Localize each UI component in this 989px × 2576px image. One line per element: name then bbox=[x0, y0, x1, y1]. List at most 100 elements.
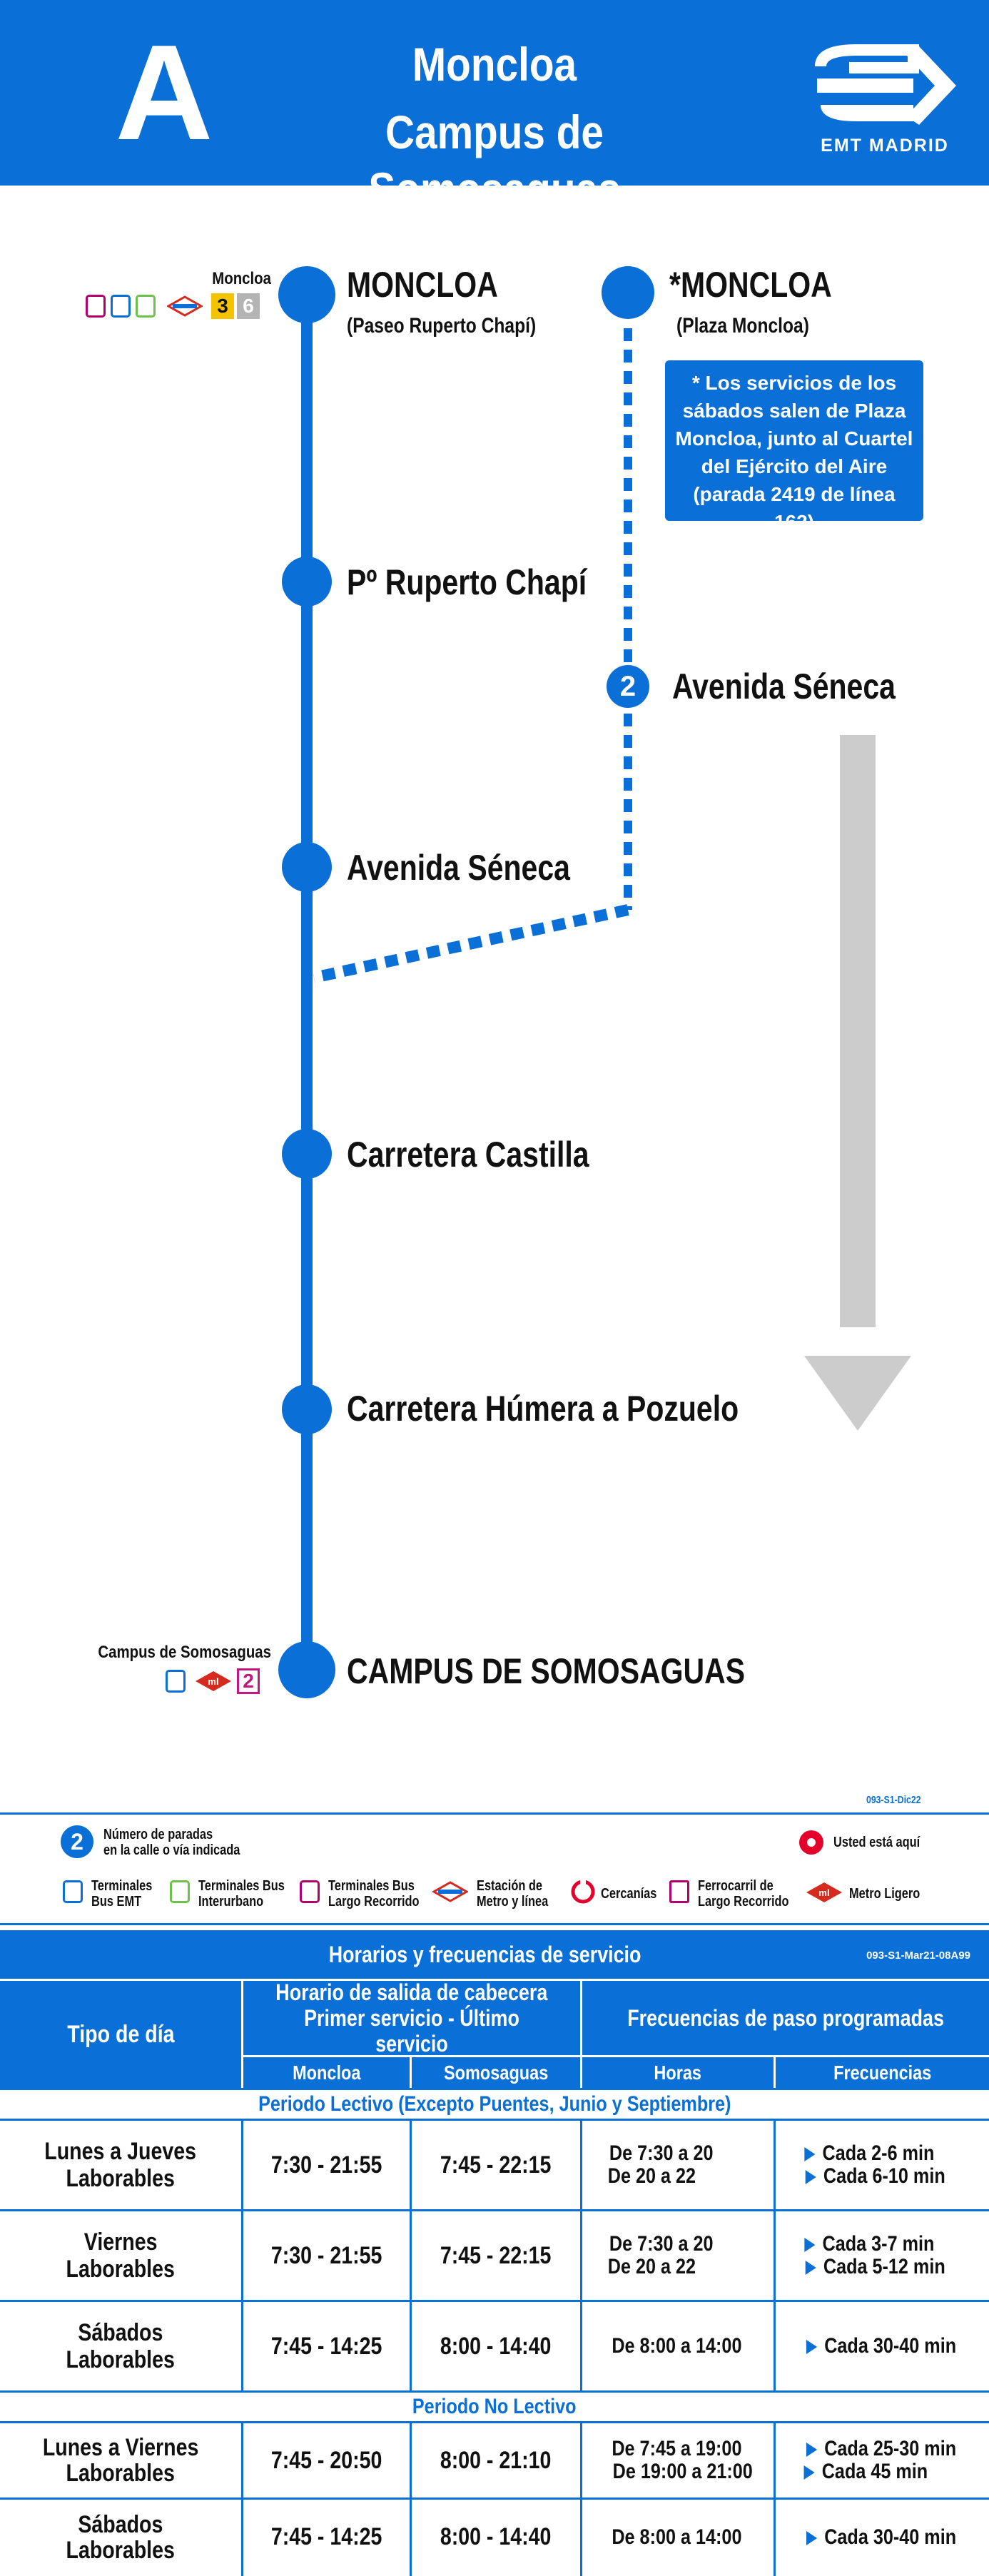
stop-name-avenida-seneca: Avenida Séneca bbox=[347, 848, 570, 888]
emt-brand-text: EMT MADRID bbox=[821, 136, 949, 156]
subheader-freqs: Frecuencias bbox=[776, 2057, 989, 2088]
row-divider bbox=[0, 2390, 989, 2393]
legend-item-4-l1: Estación de bbox=[477, 1878, 543, 1894]
legend-item-2-l1: Terminales Bus bbox=[198, 1878, 285, 1894]
table-row-1-somosaguas: 7:45 - 22:15 bbox=[440, 2241, 552, 2269]
col-header-day-type: Tipo de día bbox=[0, 1981, 241, 2088]
svg-text:ml: ml bbox=[208, 1676, 218, 1687]
legend-item-4-l2: Metro y línea bbox=[477, 1894, 549, 1910]
legend-item-3-l1: Terminales Bus bbox=[328, 1878, 415, 1894]
stop-name-plaza-moncloa: *MONCLOA bbox=[669, 265, 832, 305]
legend-code: 093-S1-Dic22 bbox=[866, 1794, 921, 1806]
metro-line-badge-3: 3 bbox=[211, 293, 234, 319]
legend-item-7-l1: Metro Ligero bbox=[849, 1886, 920, 1902]
table-row-4-freqs: Cada 30-40 min bbox=[792, 2500, 985, 2575]
period-no-lectivo-label: Periodo No Lectivo bbox=[0, 2393, 989, 2421]
route-title-destination: Campus de Somosaguas bbox=[368, 106, 621, 215]
bus-emt-icon bbox=[63, 1880, 83, 1903]
stop-name-carretera-humera: Carretera Húmera a Pozuelo bbox=[347, 1389, 739, 1429]
subheader-hours: Horas bbox=[582, 2057, 774, 2088]
emt-logo-icon bbox=[815, 44, 956, 125]
connection-label-moncloa: Moncloa bbox=[212, 269, 271, 288]
table-row-4-somosaguas: 8:00 - 14:40 bbox=[440, 2523, 552, 2550]
legend-item-1-l1: Terminales bbox=[91, 1878, 153, 1894]
stop-dot-carretera-humera bbox=[282, 1384, 332, 1434]
stop-dot-plaza-moncloa bbox=[602, 266, 654, 319]
legend-stops-count-text-2: en la calle o vía indicada bbox=[103, 1842, 240, 1858]
arrow-right-icon bbox=[805, 2170, 816, 2185]
metro-line-badge-6: 6 bbox=[237, 293, 260, 319]
table-row-3-somosaguas: 8:00 - 21:10 bbox=[440, 2446, 552, 2474]
legend-item-6-l1: Ferrocarril de bbox=[698, 1878, 774, 1894]
stop-name-campus-somosaguas: CAMPUS DE SOMOSAGUAS bbox=[347, 1651, 746, 1691]
bus-interurban-icon bbox=[170, 1880, 190, 1903]
stop-dot-campus-somosaguas bbox=[278, 1641, 335, 1698]
metro-icon bbox=[432, 1881, 468, 1902]
row-divider bbox=[0, 2119, 989, 2121]
you-are-here-text: Usted está aquí bbox=[833, 1835, 920, 1850]
arrow-right-icon bbox=[804, 2238, 816, 2253]
stop-name-moncloa: MONCLOA bbox=[347, 265, 498, 305]
arrow-right-icon bbox=[804, 2147, 816, 2162]
col-divider bbox=[774, 2121, 776, 2390]
metro-ligero-line-badge-2: 2 bbox=[237, 1668, 260, 1694]
col-divider bbox=[410, 2121, 412, 2390]
metro-ligero-icon: ml bbox=[196, 1671, 231, 1691]
col-divider bbox=[241, 2121, 243, 2390]
stop-name-alt-avenida-seneca: Avenida Séneca bbox=[672, 666, 896, 706]
table-row-3-freqs: Cada 25-30 min Cada 45 min bbox=[792, 2423, 985, 2498]
arrow-right-icon bbox=[805, 2261, 816, 2276]
train-icon bbox=[669, 1880, 689, 1903]
bus-emt-icon bbox=[166, 1670, 186, 1693]
table-row-2-moncloa: 7:45 - 14:25 bbox=[270, 2332, 382, 2360]
arrow-right-icon bbox=[806, 2530, 818, 2545]
legend-divider-bottom bbox=[0, 1923, 989, 1925]
arrow-right-icon bbox=[803, 2465, 815, 2480]
col-divider bbox=[410, 2423, 412, 2576]
stop-dot-avenida-seneca bbox=[282, 842, 332, 892]
you-are-here-icon bbox=[799, 1830, 823, 1855]
col-divider bbox=[580, 2121, 582, 2390]
row-divider bbox=[0, 2300, 989, 2302]
route-diagram-lines bbox=[301, 296, 911, 1670]
stop-name-ruperto-chapi: Pº Ruperto Chapí bbox=[347, 562, 587, 602]
row-divider bbox=[0, 2209, 989, 2211]
stop-dot-ruperto-chapi bbox=[282, 557, 332, 607]
legend-item-6-l2: Largo Recorrido bbox=[698, 1894, 789, 1910]
schedule-title-bar bbox=[0, 1930, 989, 1979]
subheader-moncloa: Moncloa bbox=[243, 2057, 410, 2088]
col-divider bbox=[774, 2423, 776, 2576]
row-divider bbox=[0, 2498, 989, 2500]
table-row-0-somosaguas: 7:45 - 22:15 bbox=[440, 2151, 552, 2179]
bus-long-distance-icon bbox=[86, 295, 106, 318]
schedule-code: 093-S1-Mar21-08A99 bbox=[866, 1949, 970, 1962]
stop-name-carretera-castilla: Carretera Castilla bbox=[347, 1135, 589, 1175]
legend-stops-count-badge: 2 bbox=[61, 1825, 93, 1858]
col-divider bbox=[241, 2423, 243, 2576]
bus-emt-icon bbox=[111, 295, 131, 318]
stop-dot-carretera-castilla bbox=[282, 1129, 332, 1179]
bus-interurban-icon bbox=[136, 295, 156, 318]
table-row-0-moncloa: 7:30 - 21:55 bbox=[270, 2151, 382, 2179]
stop-sub-plaza-moncloa: (Plaza Moncloa) bbox=[676, 314, 809, 338]
col-header-frequencies: Frecuencias de paso programadas bbox=[582, 1981, 989, 2055]
header-bottom-line bbox=[0, 2088, 989, 2090]
table-row-2-hours: De 8:00 a 14:00 bbox=[612, 2334, 742, 2358]
table-row-3-moncloa: 7:45 - 20:50 bbox=[270, 2446, 382, 2474]
col-header-first-last: Horario de salida de cabecera Primer ser… bbox=[243, 1979, 580, 2057]
subheader-somosaguas: Somosaguas bbox=[412, 2057, 580, 2088]
stop-sub-moncloa: (Paseo Ruperto Chapí) bbox=[347, 314, 537, 338]
row-divider bbox=[0, 2421, 989, 2423]
direction-arrow bbox=[804, 1356, 911, 1431]
table-row-2-somosaguas: 8:00 - 14:40 bbox=[440, 2332, 552, 2360]
table-row-1-freqs: Cada 3-7 min Cada 5-12 min bbox=[792, 2211, 985, 2300]
cercanias-icon bbox=[571, 1880, 595, 1904]
route-title-origin: Moncloa bbox=[412, 38, 577, 91]
saturday-note: * Los servicios de los sábados salen de … bbox=[665, 360, 923, 533]
legend-item-3-l2: Largo Recorrido bbox=[328, 1894, 420, 1910]
